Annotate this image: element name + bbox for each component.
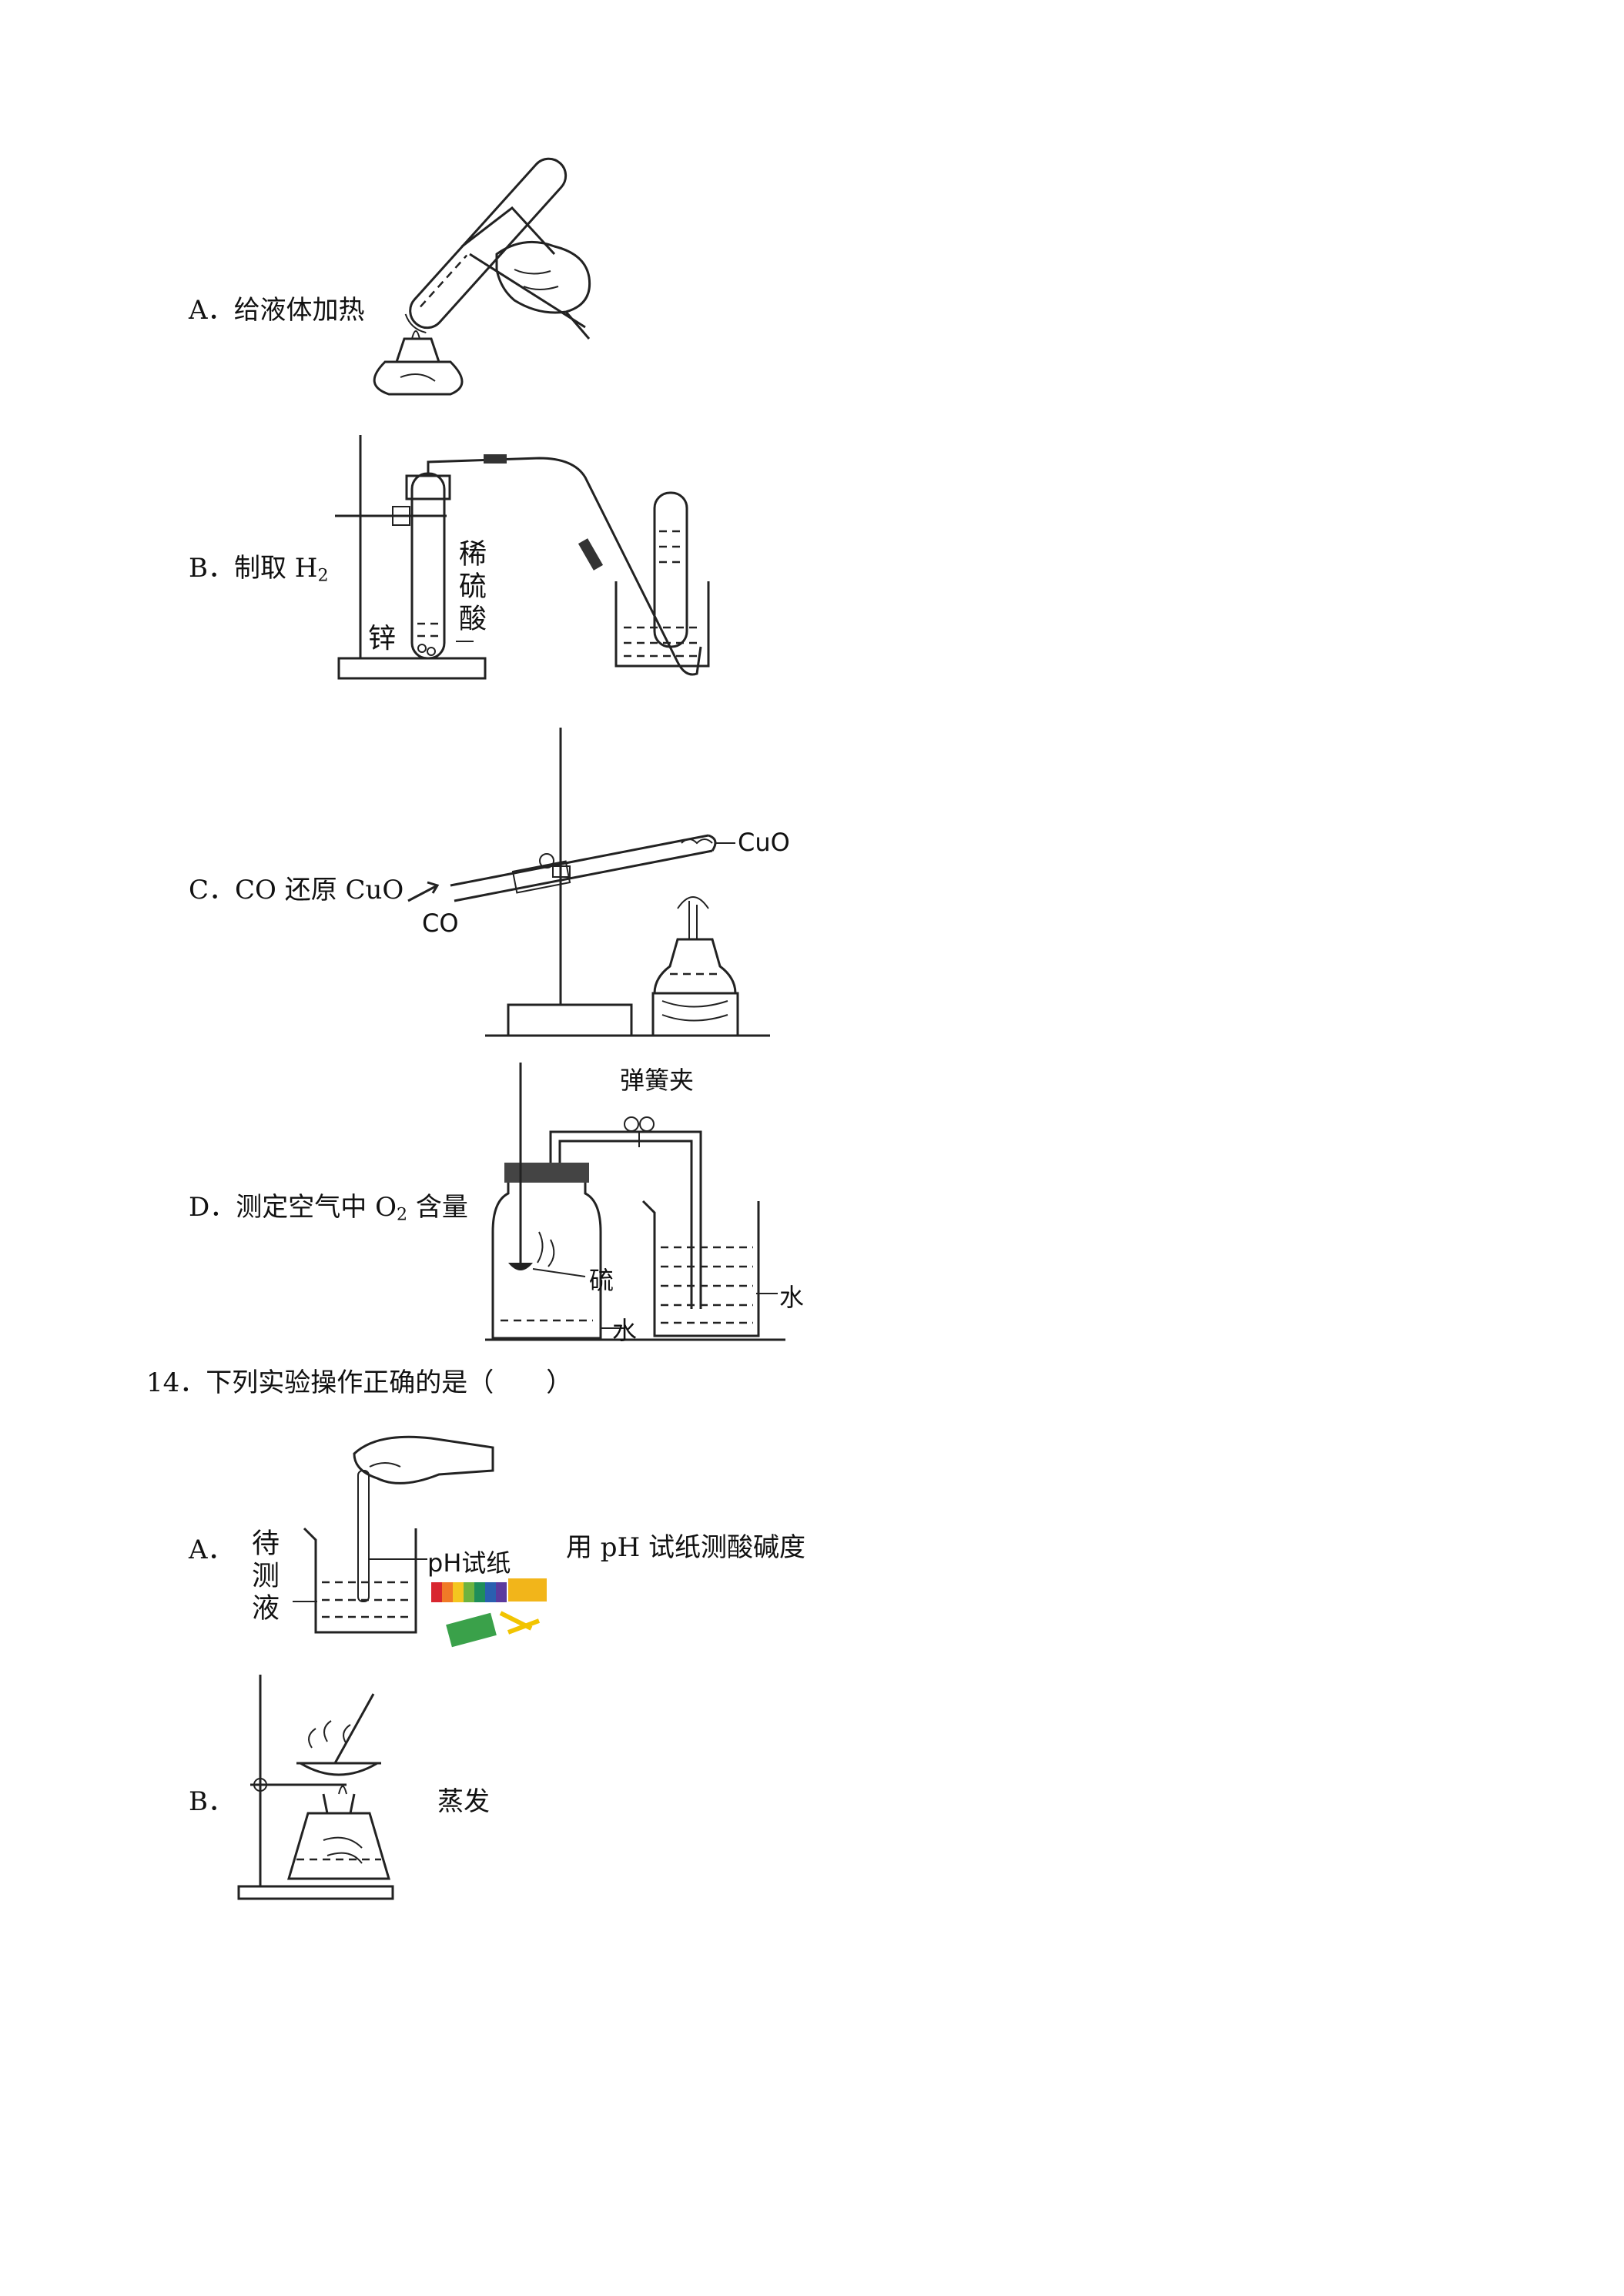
label-ph-paper: pH试纸 (427, 1548, 511, 1578)
option-letter: C． (189, 875, 236, 905)
co-reduction-diagram (407, 728, 770, 1037)
subscript: 2 (317, 565, 329, 586)
q13-option-d: D．测定空气中 O2 含量 (189, 1186, 468, 1225)
label-co: CO (422, 909, 459, 938)
option-text-end: 含量 (407, 1192, 468, 1223)
option-text: CO 还原 CuO (235, 875, 404, 905)
option-letter: B． (189, 553, 234, 584)
q13-option-b: B．制取 H2 (189, 547, 329, 586)
option-text: 制取 H (234, 553, 318, 584)
question-number: 14． (146, 1367, 206, 1398)
q13-option-a: A．给液体加热 (189, 289, 365, 326)
label-water-beaker: 水 (779, 1283, 805, 1312)
q14-option-a-text: 用 pH 试纸测酸碱度 (566, 1532, 806, 1563)
q14-option-a-letter: A． (189, 1535, 234, 1565)
option-letter: D． (189, 1192, 236, 1223)
q14-option-b-letter: B． (189, 1786, 234, 1817)
option-letter: A． (189, 295, 234, 326)
label-dilute-sulfuric-acid: 稀硫酸 (454, 539, 486, 636)
label-sulfur: 硫 (589, 1266, 614, 1295)
oxygen-content-diagram (485, 1063, 785, 1341)
hydrogen-setup-diagram (335, 435, 710, 680)
label-cuo: CuO (738, 828, 790, 857)
option-text: 测定空气中 O (236, 1192, 397, 1223)
q14-option-b-text: 蒸发 (437, 1786, 490, 1817)
question-14-stem: 14．下列实验操作正确的是（ ） (146, 1361, 572, 1399)
option-text: 给液体加热 (233, 295, 365, 326)
q13-option-c: C．CO 还原 CuO (189, 869, 403, 906)
subscript: 2 (396, 1204, 408, 1225)
heating-liquid-diagram (373, 157, 591, 396)
label-water-bottle: 水 (612, 1316, 638, 1345)
label-zinc: 锌 (368, 623, 397, 654)
question-text: 下列实验操作正确的是（ ） (206, 1367, 573, 1398)
label-test-liquid: 待测液 (247, 1528, 279, 1625)
evaporation-diagram (237, 1675, 394, 1900)
ph-test-diagram (293, 1435, 547, 1648)
label-spring-clip: 弹簧夹 (620, 1066, 695, 1095)
